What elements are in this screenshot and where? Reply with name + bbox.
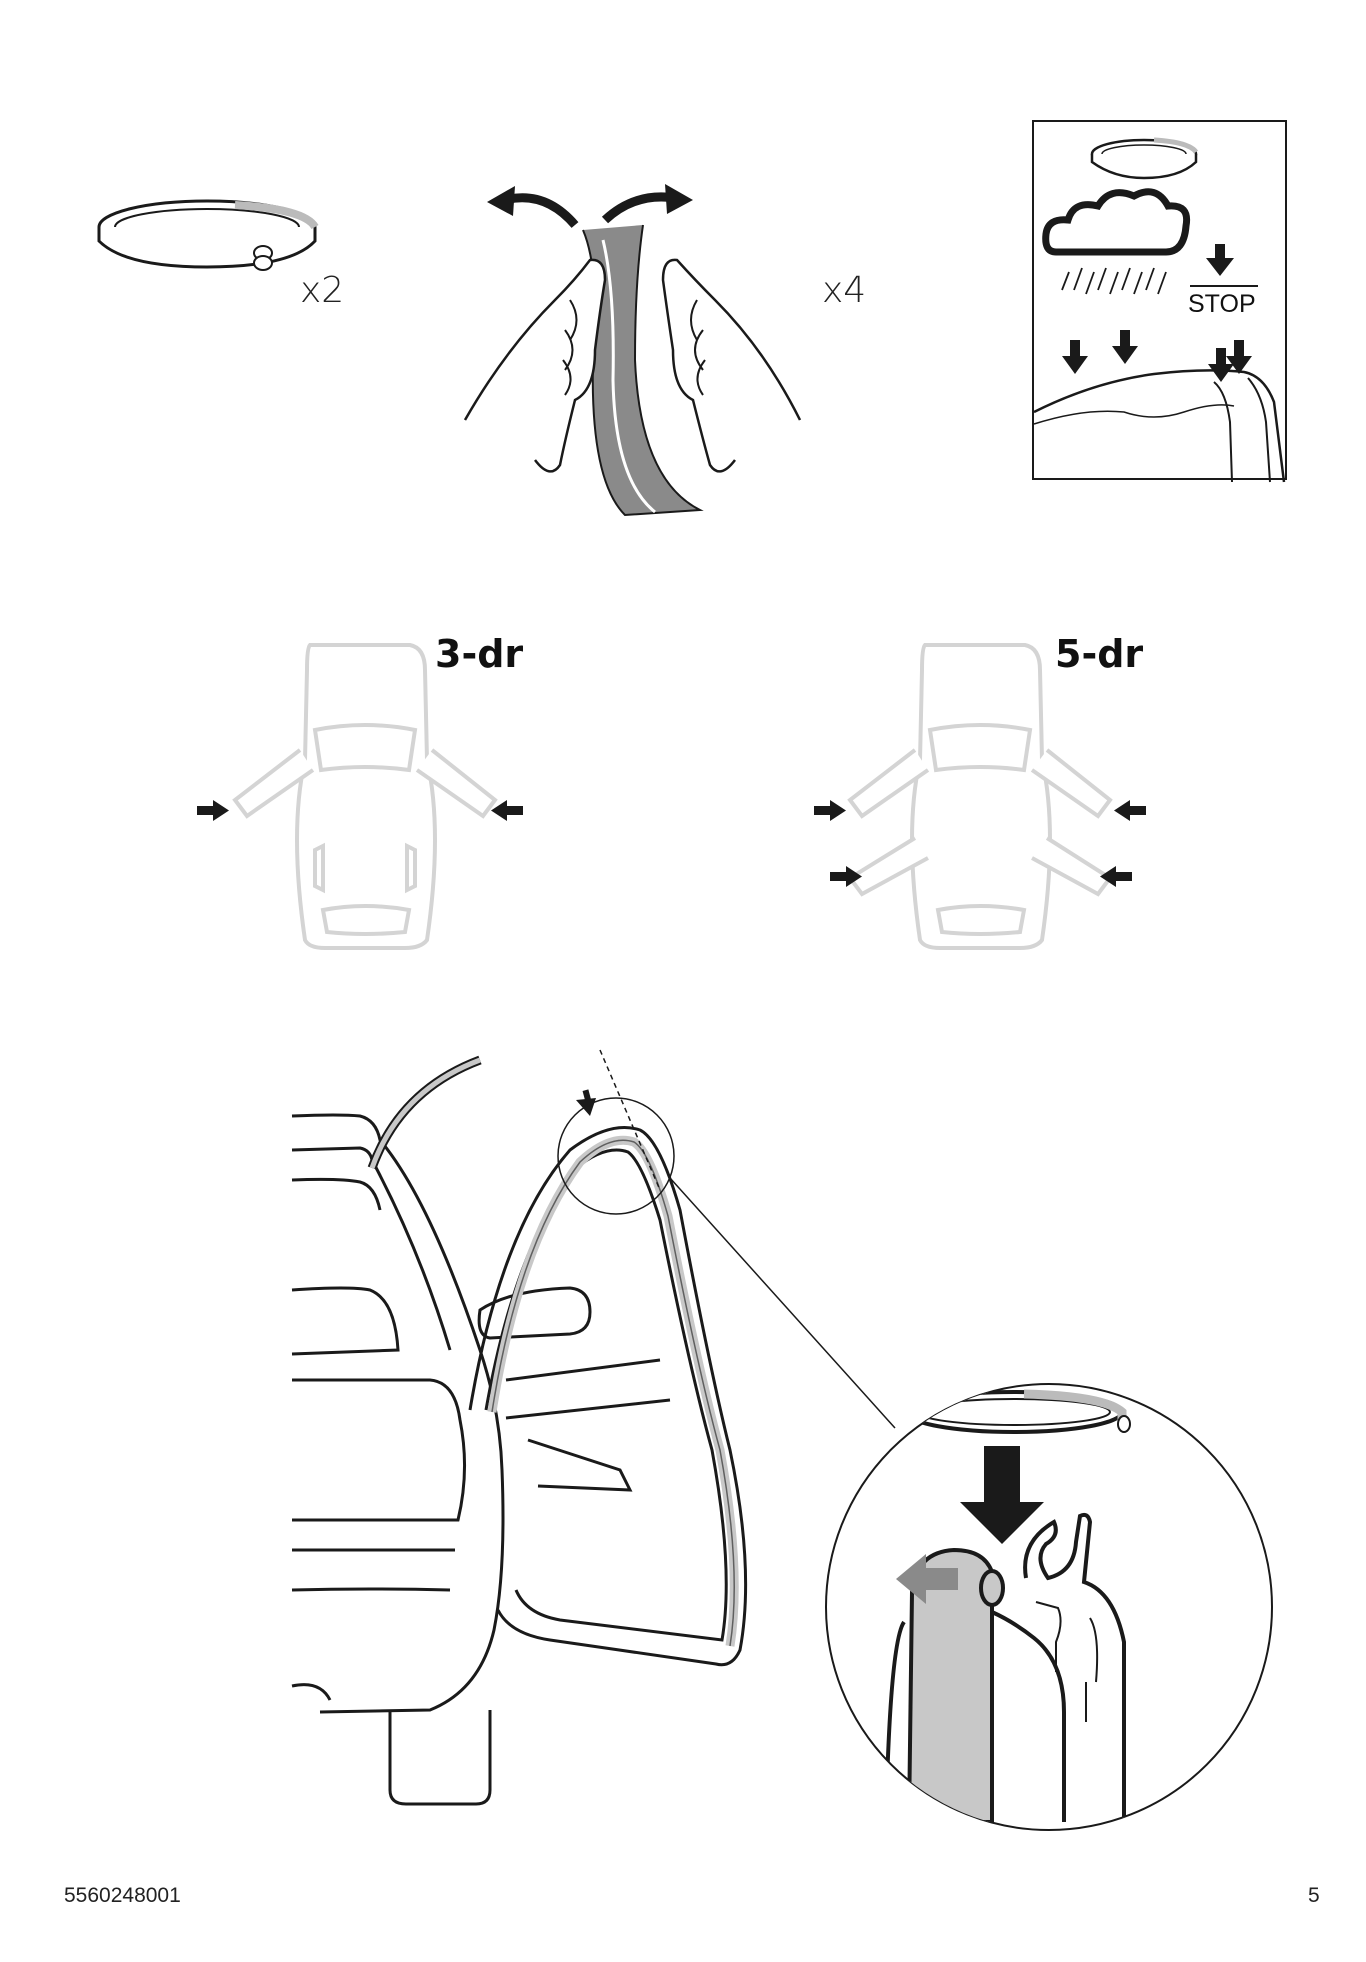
variant-label-3dr: 3-dr [435,632,524,676]
weather-warning-illustration [1033,137,1286,483]
door-seal-installation-illustration [291,1049,896,1806]
page-number: 5 [1308,1884,1320,1907]
document-number: 5560248001 [64,1884,181,1907]
hands-peeling-illustration [463,184,802,517]
peel-right-arrow [601,192,676,224]
press-down-arrow-icon [960,1446,1044,1544]
stop-down-arrow-icon [1190,244,1258,287]
zoom-source-circle [557,1097,675,1215]
arrow-right-icon [197,806,215,815]
rain-icon [1061,267,1167,295]
three-door-arrows [197,800,523,821]
seal-detail-zoom [825,1383,1273,1831]
arrow-left-icon [1128,806,1146,815]
cloud-icon [1042,188,1191,256]
arrow-left-icon [505,806,523,815]
press-arrows-icon [1062,330,1252,382]
three-door-car-diagram [232,643,498,950]
peel-quantity: x4 [822,270,867,311]
slide-left-arrow-icon [896,1554,958,1604]
stop-label: STOP [1188,290,1256,318]
five-door-car-diagram [847,643,1113,950]
tape-quantity: x2 [300,270,345,311]
arrow-right-icon [830,872,848,881]
tape-coil-illustration [97,199,319,271]
five-door-arrows [814,800,1146,887]
arrow-right-icon [814,806,832,815]
weather-warning-box: STOP [1032,120,1287,483]
variant-label-5dr: 5-dr [1055,632,1144,676]
peel-left-arrow [503,193,579,228]
arrow-left-icon [1114,872,1132,881]
